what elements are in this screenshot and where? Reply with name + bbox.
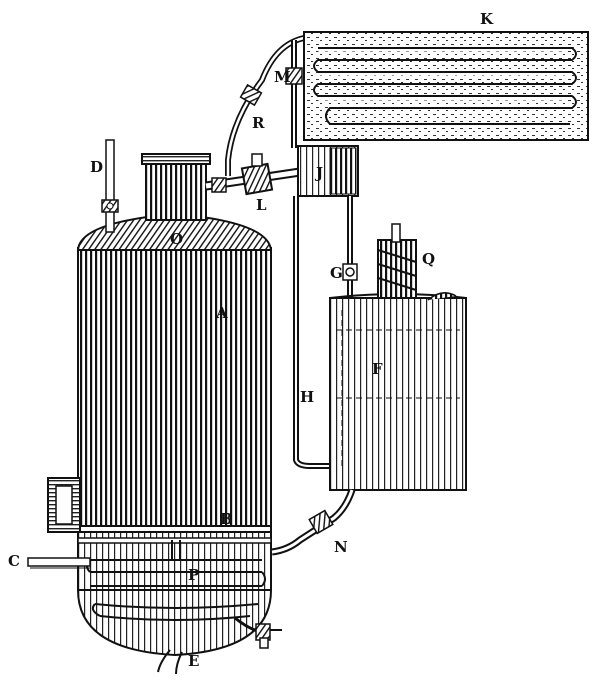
label-h: H <box>300 388 314 406</box>
label-a: A <box>215 304 228 322</box>
pipe-r <box>225 35 305 176</box>
pipe-c <box>27 540 181 569</box>
pipe-d <box>101 139 119 233</box>
pipe-h <box>293 196 338 469</box>
pipe-e <box>157 649 183 675</box>
valve-m <box>285 40 303 148</box>
coil-q <box>377 223 417 299</box>
label-n: N <box>334 538 348 556</box>
pipe-g <box>342 196 358 298</box>
main-vessel <box>47 212 273 657</box>
pipe-l <box>205 153 301 196</box>
label-r: R <box>252 114 265 132</box>
diagram-labels: A B C D E F G H J K L M N O P Q R <box>8 10 494 670</box>
label-q: Q <box>422 250 435 268</box>
label-e: E <box>188 652 199 670</box>
box-j <box>297 145 359 197</box>
label-b: B <box>220 510 233 528</box>
pipe-n <box>271 488 356 556</box>
vessel-f <box>329 292 467 491</box>
label-p: P <box>188 566 199 584</box>
vessel-neck <box>141 153 211 221</box>
label-m: M <box>274 68 291 86</box>
label-d: D <box>90 158 103 176</box>
label-o: O <box>170 230 183 248</box>
label-j: J <box>314 164 323 182</box>
label-c: C <box>8 552 20 570</box>
label-f: F <box>372 360 383 378</box>
label-g: G <box>330 264 343 282</box>
label-l: L <box>256 196 267 214</box>
tank-k <box>303 31 589 141</box>
label-k: K <box>480 10 494 28</box>
drain-tap <box>234 616 282 649</box>
